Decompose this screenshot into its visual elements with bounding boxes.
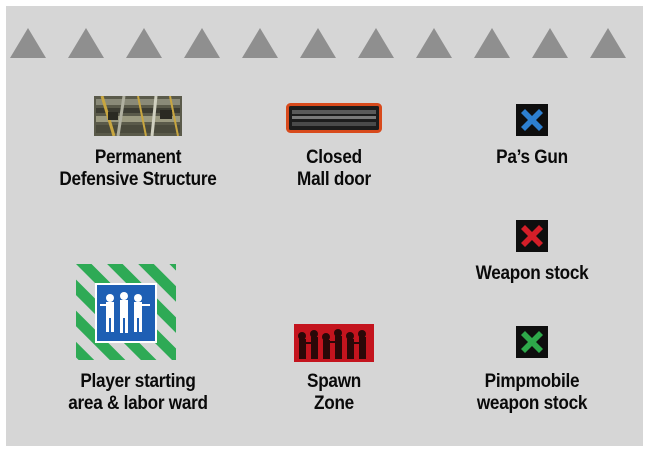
- border-triangle: [416, 28, 452, 58]
- barricade-icon: [94, 96, 182, 136]
- green-x-icon: [516, 326, 548, 358]
- border-triangle: [532, 28, 568, 58]
- border-triangle-row: [6, 28, 643, 58]
- label-spawn-zone: Spawn Zone: [307, 370, 361, 414]
- zombie-horde-icon: [294, 324, 374, 362]
- legend-panel: Permanent Defensive Structure Closed Mal…: [6, 6, 643, 446]
- border-triangle: [474, 28, 510, 58]
- border-triangle: [184, 28, 220, 58]
- red-x-icon: [516, 220, 548, 252]
- border-triangle: [242, 28, 278, 58]
- mall-door-icon: [286, 103, 382, 133]
- blue-x-icon: [516, 104, 548, 136]
- border-triangle: [68, 28, 104, 58]
- label-pimpmobile-weapon-stock: Pimpmobile weapon stock: [476, 370, 588, 414]
- border-triangle: [358, 28, 394, 58]
- border-triangle: [10, 28, 46, 58]
- survivors-icon: [76, 264, 176, 360]
- label-closed-mall-door: Closed Mall door: [297, 146, 371, 190]
- label-player-starting-area: Player starting area & labor ward: [68, 370, 208, 414]
- border-triangle: [590, 28, 626, 58]
- label-pas-gun: Pa’s Gun: [496, 146, 568, 168]
- label-permanent-defensive-structure: Permanent Defensive Structure: [59, 146, 217, 190]
- border-triangle: [300, 28, 336, 58]
- border-triangle: [126, 28, 162, 58]
- label-weapon-stock: Weapon stock: [475, 262, 589, 284]
